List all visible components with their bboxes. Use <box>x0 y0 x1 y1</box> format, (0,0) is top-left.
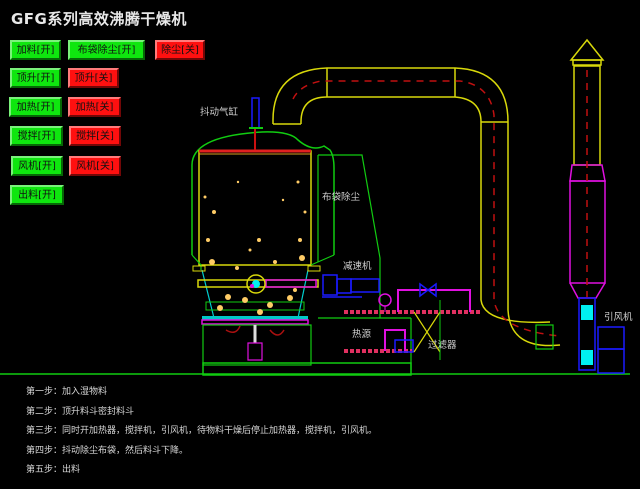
reducer-label: 减速机 <box>343 261 372 272</box>
fan-on-button[interactable]: 风机[开] <box>11 156 63 176</box>
material-particles <box>203 180 307 315</box>
step-item: 第一步：加入湿物料 <box>26 387 108 397</box>
procedure-steps: 第一步：加入湿物料 第二步：顶升料斗密封料斗 第三步：同时开加热器，搅拌机，引风… <box>26 386 377 484</box>
lift-cylinder <box>247 342 263 361</box>
drying-chamber <box>198 150 312 266</box>
hopper-cone <box>201 269 309 319</box>
fan-off-button[interactable]: 风机[关] <box>69 156 121 176</box>
stir-off-button[interactable]: 搅拌[关] <box>69 126 121 146</box>
induced-fan-label: 引风机 <box>604 312 633 323</box>
lift-on-button[interactable]: 顶升[开] <box>10 68 61 88</box>
dust-off-button[interactable]: 除尘[关] <box>155 40 205 60</box>
bag-filter-label: 布袋除尘 <box>322 192 361 203</box>
valve-icon <box>419 282 430 298</box>
discharge-on-button[interactable]: 出料[开] <box>10 185 64 205</box>
duct-centerline <box>292 80 561 337</box>
pressure-gauge-icon <box>378 293 392 307</box>
heat-on-button[interactable]: 加热[开] <box>9 97 62 117</box>
chimney <box>569 38 606 300</box>
step-item: 第四步：抖动除尘布袋，然后料斗下降。 <box>26 445 189 456</box>
stir-on-button[interactable]: 搅拌[开] <box>10 126 63 146</box>
reducer-motor-icon <box>322 274 380 298</box>
page-title: GFG系列高效沸腾干燥机 <box>11 10 187 28</box>
shaker-cylinder-label: 抖动气缸 <box>200 107 239 118</box>
feed-on-button[interactable]: 加料[开] <box>10 40 61 60</box>
step-item: 第五步：出料 <box>26 465 81 476</box>
lift-off-button[interactable]: 顶升[关] <box>68 68 119 88</box>
bag-filter-housing <box>317 154 381 318</box>
bag-dust-on-button[interactable]: 布袋除尘[开] <box>68 40 145 60</box>
step-item: 第二步：顶升料斗密封料斗 <box>26 406 135 417</box>
shaker-cylinder-icon <box>251 97 260 129</box>
dryer-dome <box>191 131 335 255</box>
step-item: 第三步：同时开加热器，搅拌机，引风机，待物料干燥后停止加热器，搅拌机，引风机。 <box>26 426 378 437</box>
filter-label: 过滤器 <box>428 340 457 351</box>
exhaust-duct <box>272 67 561 347</box>
heat-off-button[interactable]: 加热[关] <box>68 97 121 117</box>
heat-source-label: 热源 <box>352 329 372 340</box>
dryer-base <box>202 324 312 366</box>
bed-plate <box>202 316 308 320</box>
